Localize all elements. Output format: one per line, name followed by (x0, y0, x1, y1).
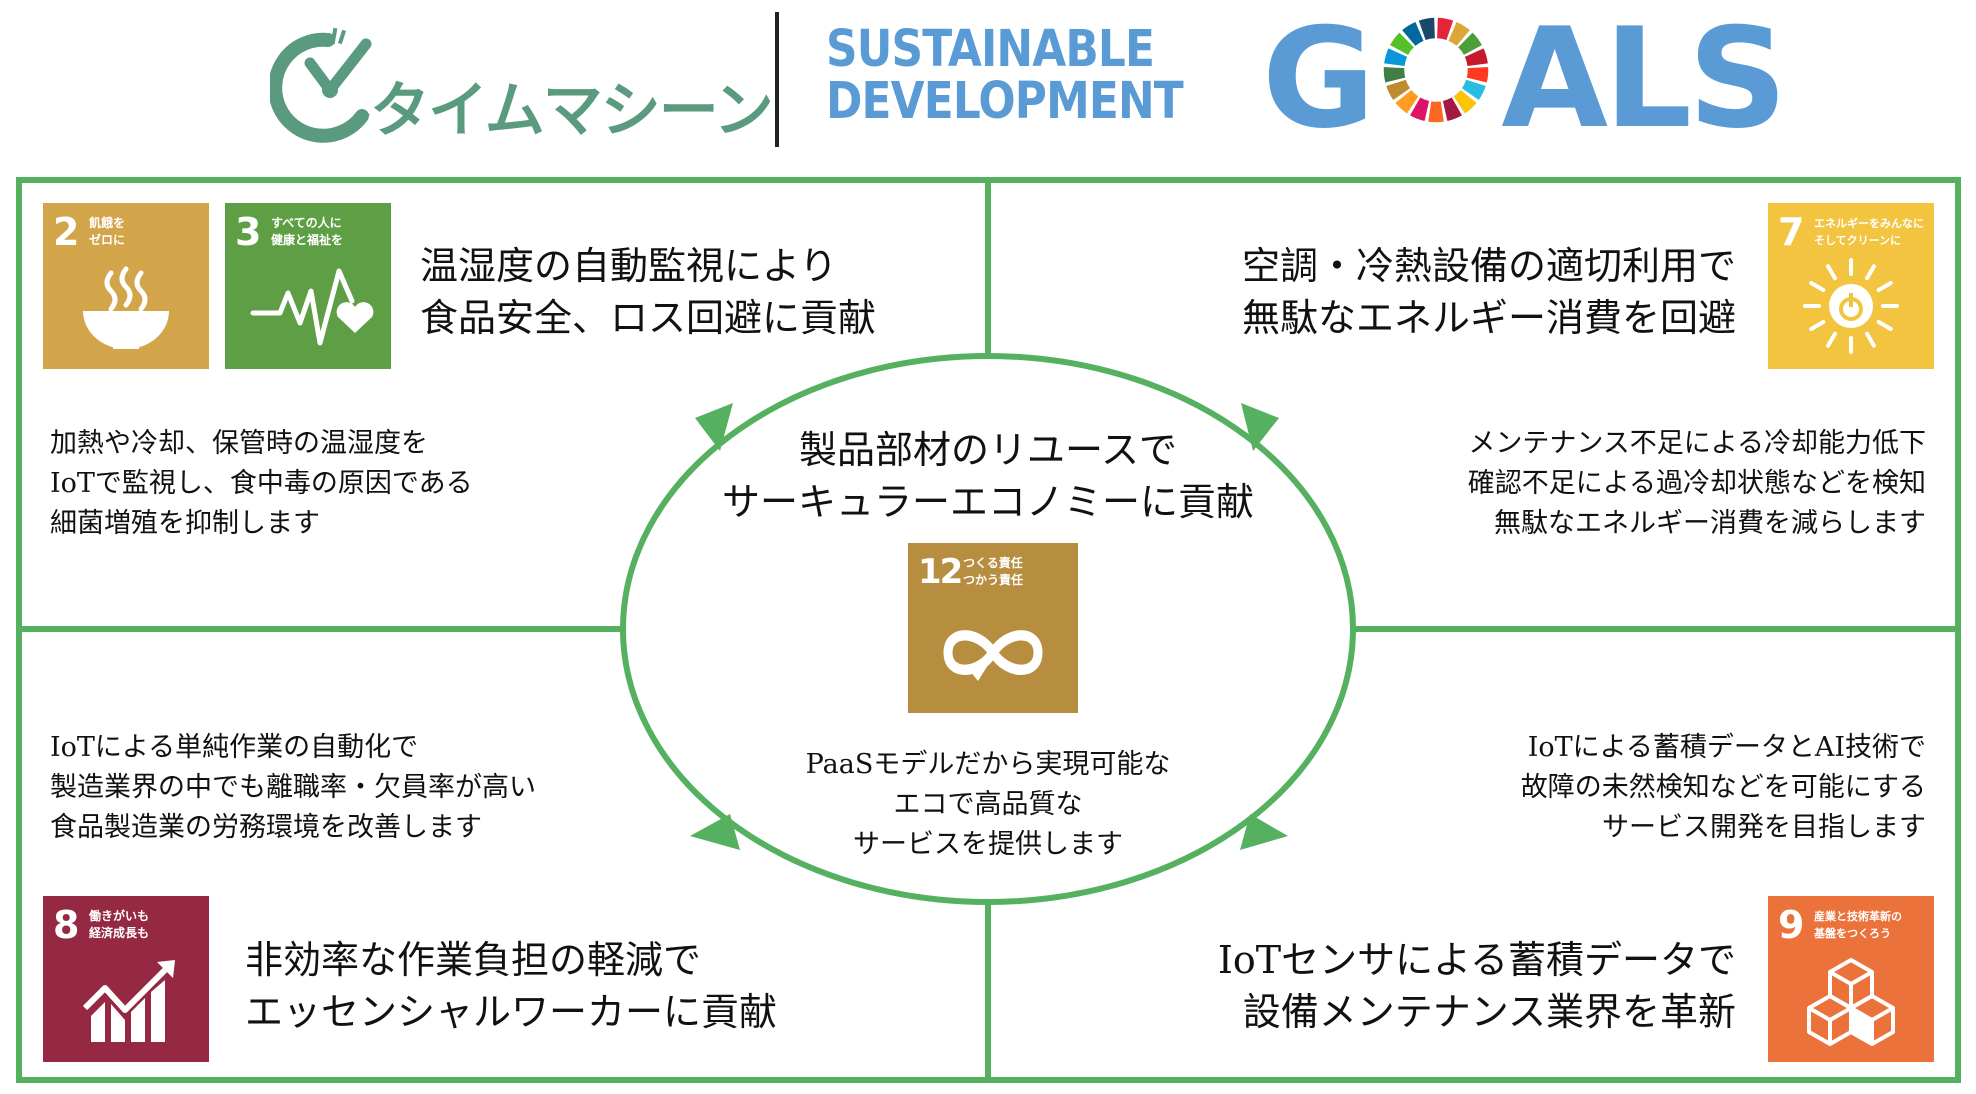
goal-number: 12 (918, 552, 963, 592)
arrow-top-left (695, 403, 733, 451)
bowl-icon (83, 266, 169, 349)
goal-number: 2 (53, 210, 80, 254)
goal-label: すべての人に 健康と福祉を (271, 216, 344, 247)
goal-number: 8 (53, 903, 80, 947)
goal-label: 産業と技術革新の 基盤をつくろう (1814, 910, 1902, 940)
sdg-goal-12-tile: 12 つくる責任 つかう責任 (908, 543, 1078, 713)
infinity-icon (943, 630, 1043, 681)
sdg-goal-9-tile: 9 産業と技術革新の 基盤をつくろう (1768, 896, 1934, 1062)
arrow-bottom-left (690, 814, 740, 850)
sdg-color-wheel-icon (1384, 17, 1489, 123)
top-left-heading: 温湿度の自動監視により 食品安全、ロス回避に貢献 (420, 244, 877, 340)
cycle-ellipse (620, 353, 1356, 905)
goal-number: 7 (1778, 210, 1805, 254)
bottom-right-heading: IoTセンサによる蓄積データで 設備メンテナンス業界を革新 (1217, 938, 1736, 1034)
sdg-goal-3-tile: 3 すべての人に 健康と福祉を (225, 203, 391, 369)
sdg-word-sustainable: SUSTAINABLE (826, 20, 1155, 79)
heartbeat-icon (250, 268, 374, 346)
company-name: タイムマシーン (370, 76, 774, 146)
goal-number: 3 (235, 210, 262, 254)
goal-label: 働きがいも 経済成長も (89, 909, 150, 940)
bottom-left-heading: 非効率な作業負担の軽減で エッセンシャルワーカーに貢献 (245, 938, 778, 1034)
sdg-goals-als: ALS (1501, 0, 1787, 159)
header-divider (775, 12, 779, 147)
sdg-goal-7-tile: 7 エネルギーをみんなに そしてクリーンに (1768, 203, 1934, 369)
sdg-logo-words: SUSTAINABLE DEVELOPMENT (826, 20, 1184, 131)
goal-label: 飢餓を ゼロに (89, 216, 126, 247)
company-logo: タイムマシーン (270, 18, 774, 146)
arrow-bottom-right (1240, 814, 1288, 850)
sdg-goals-g: G (1262, 0, 1375, 159)
top-right-heading: 空調・冷熱設備の適切利用で 無駄なエネルギー消費を回避 (1241, 244, 1736, 340)
goal-number: 9 (1778, 903, 1805, 947)
center-heading: 製品部材のリユースで サーキュラーエコノミーに貢献 (721, 428, 1254, 524)
center-body: PaaSモデルだから実現可能な エコで高品質な サービスを提供します (805, 749, 1171, 860)
bottom-left-body: IoTによる単純作業の自動化で 製造業界の中でも離職率・欠員率が高い 食品製造業… (50, 732, 536, 843)
sdg-logo-goals: G ALS (1262, 10, 1787, 148)
arrow-top-right (1241, 403, 1279, 451)
cubes-icon (1807, 958, 1895, 1046)
sun-power-icon (1803, 258, 1899, 354)
sdg-goal-2-tile: 2 飢餓を ゼロに (43, 203, 209, 369)
top-right-body: メンテナンス不足による冷却能力低下 確認不足による過冷却状態などを検知 無駄なエ… (1467, 428, 1926, 539)
growth-chart-icon (82, 960, 175, 1042)
sdg-goal-8-tile: 8 働きがいも 経済成長も (43, 896, 209, 1062)
clock-check-icon (270, 27, 372, 143)
bottom-right-body: IoTによる蓄積データとAI技術で 故障の未然検知などを可能にする サービス開発… (1520, 732, 1926, 843)
goal-label: エネルギーをみんなに そしてクリーンに (1814, 217, 1924, 247)
cycle-arrows (690, 403, 1288, 850)
top-left-body: 加熱や冷却、保管時の温湿度を IoTで監視し、食中毒の原因である 細菌増殖を抑制… (50, 428, 473, 539)
goal-label: つくる責任 つかう責任 (963, 556, 1024, 587)
sdg-word-development: DEVELOPMENT (826, 72, 1184, 131)
